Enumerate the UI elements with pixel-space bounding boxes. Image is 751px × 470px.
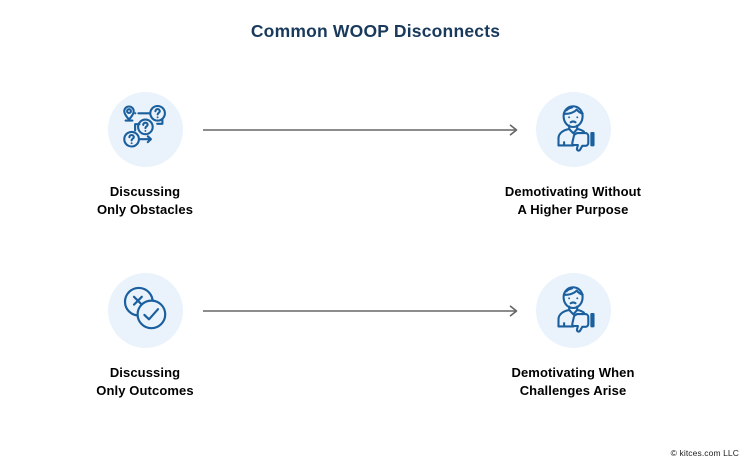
node-demotivating-when-challenges-arise: Demotivating When Challenges Arise [458,273,688,399]
label-line-2: A Higher Purpose [517,201,629,217]
icon-circle-outcomes [107,273,183,348]
node-discussing-only-obstacles: Discussing Only Obstacles [30,92,260,218]
label-line-2: Challenges Arise [519,382,627,398]
flow-row-2: Discussing Only Outcomes [0,273,751,403]
label-line-2: Only Outcomes [96,382,194,398]
node-demotivating-without-higher-purpose: Demotivating Without A Higher Purpose [458,92,688,218]
label-line-1: Discussing [109,365,181,380]
connector-arrow-row-2 [202,304,523,318]
label-line-2: Only Obstacles [96,201,194,217]
person-thumbs-down-icon [546,100,600,159]
icon-circle-demotivated-person-2 [535,273,611,348]
flow-row-1: Discussing Only Obstacles [0,92,751,222]
label-line-1: Discussing [109,184,181,199]
node-label-discussing-only-obstacles: Discussing Only Obstacles [30,183,260,218]
node-label-demotivating-without-higher-purpose: Demotivating Without A Higher Purpose [458,183,688,218]
cross-and-check-circles-icon [119,282,171,339]
node-label-discussing-only-outcomes: Discussing Only Outcomes [30,364,260,399]
footer-credit: © kitces.com LLC [670,448,739,458]
label-line-1: Demotivating When [511,365,635,380]
icon-circle-obstacles [107,92,183,167]
node-label-demotivating-when-challenges-arise: Demotivating When Challenges Arise [458,364,688,399]
person-thumbs-down-icon [546,281,600,340]
path-with-question-marks-icon [118,100,172,159]
node-discussing-only-outcomes: Discussing Only Outcomes [30,273,260,399]
connector-arrow-row-1 [202,123,523,137]
page-title: Common WOOP Disconnects [250,21,501,41]
label-line-1: Demotivating Without [504,184,642,199]
icon-circle-demotivated-person-1 [535,92,611,167]
